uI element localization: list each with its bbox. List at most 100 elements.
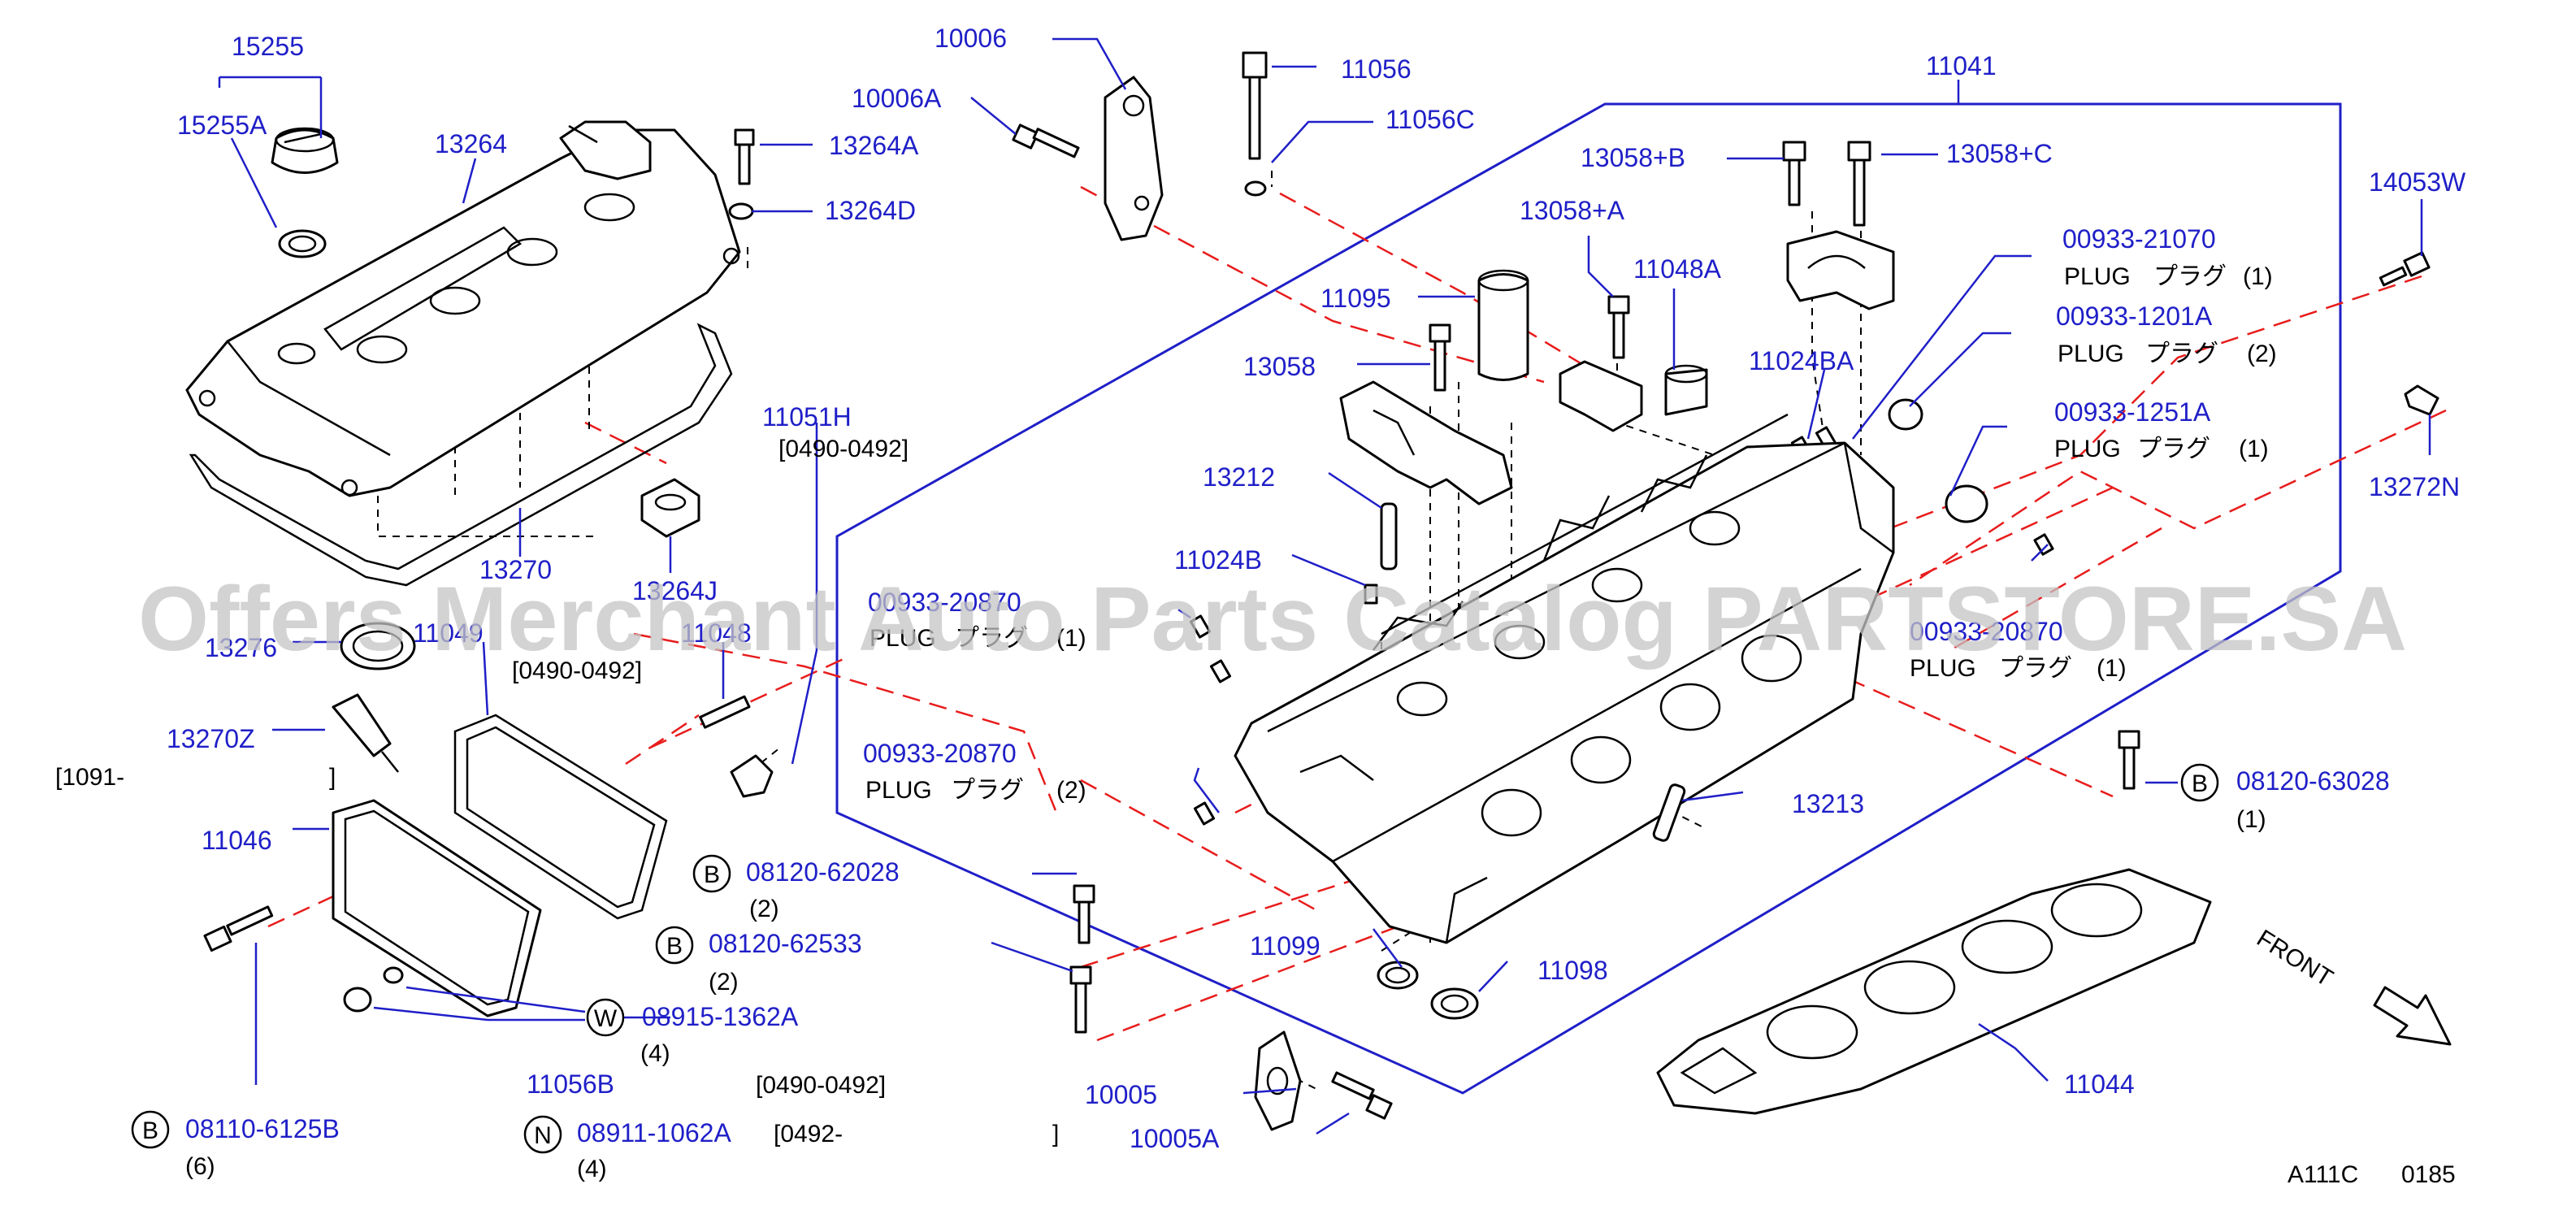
part-label-15255[interactable]: 15255 <box>232 32 304 61</box>
part-labels: 15255 15255A 13264 13264A 13264D 10006 1… <box>167 24 2466 1153</box>
oil-cap-gasket <box>278 229 327 258</box>
bracket-bolt-10005A <box>1331 1071 1393 1120</box>
part-label-08915-1362A[interactable]: 08915-1362A <box>642 1002 799 1031</box>
part-label-08120-63028[interactable]: 08120-63028 <box>2236 766 2390 796</box>
part-label-00933-21070[interactable]: 00933-21070 <box>2062 224 2216 254</box>
svg-text:プラグ: プラグ <box>2145 341 2218 367</box>
bracket-bolt-10006A <box>1012 124 1080 158</box>
grommet <box>640 478 700 538</box>
part-label-11056[interactable]: 11056 <box>1341 54 1412 84</box>
part-label-13212[interactable]: 13212 <box>1203 462 1275 492</box>
part-label-11046[interactable]: 11046 <box>202 826 272 855</box>
part-label-14053W[interactable]: 14053W <box>2369 167 2466 197</box>
part-label-13272N[interactable]: 13272N <box>2369 472 2460 501</box>
svg-text:W: W <box>594 1005 618 1032</box>
part-label-13270Z[interactable]: 13270Z <box>167 724 255 753</box>
svg-text:N: N <box>534 1122 552 1149</box>
part-label-15255A[interactable]: 15255A <box>177 111 267 140</box>
svg-text:(2): (2) <box>2247 341 2277 367</box>
svg-text:(1): (1) <box>2239 436 2269 462</box>
part-label-13058C[interactable]: 13058+C <box>1946 139 2053 168</box>
part-label-11099[interactable]: 11099 <box>1250 931 1321 961</box>
svg-text:PLUG: PLUG <box>2054 436 2121 462</box>
part-label-08120-62533[interactable]: 08120-62533 <box>709 929 862 958</box>
camshaft-bracket-11095 <box>1477 273 1529 381</box>
part-label-00933-20870-c[interactable]: 00933-20870 <box>863 739 1017 768</box>
svg-text:PLUG: PLUG <box>2058 341 2124 367</box>
part-label-11098[interactable]: 11098 <box>1537 956 1608 985</box>
part-label-10005[interactable]: 10005 <box>1085 1080 1157 1109</box>
svg-text:PLUG: PLUG <box>1910 655 1976 682</box>
svg-text:B: B <box>704 861 720 888</box>
cam-bolt-13058 <box>1429 323 1451 392</box>
part-label-11051H[interactable]: 11051H <box>762 402 852 432</box>
part-label-11056C[interactable]: 11056C <box>1386 105 1475 134</box>
bolt-08120-62028 <box>1073 884 1095 944</box>
part-label-11049[interactable]: 11049 <box>413 618 484 648</box>
svg-text:PLUG: PLUG <box>865 777 932 804</box>
cover-bolt-washer <box>728 202 754 220</box>
part-label-13264A[interactable]: 13264A <box>829 131 919 160</box>
marker-b-1: B <box>692 854 731 893</box>
diagram-code: 0185 <box>2401 1161 2456 1188</box>
part-label-13213[interactable]: 13213 <box>1792 789 1864 818</box>
part-label-08120-62028[interactable]: 08120-62028 <box>746 857 900 887</box>
part-label-11056B[interactable]: 11056B <box>527 1069 614 1099</box>
svg-text:(2): (2) <box>1056 777 1086 804</box>
svg-text:(4): (4) <box>640 1040 670 1067</box>
svg-text:[0492-: [0492- <box>774 1121 843 1147</box>
camshaft-cap-13058A <box>1559 360 1643 432</box>
plug-11051H <box>730 754 774 798</box>
part-label-11044[interactable]: 11044 <box>2064 1069 2135 1099</box>
part-label-10005A[interactable]: 10005A <box>1130 1124 1220 1153</box>
part-label-11095[interactable]: 11095 <box>1321 284 1391 313</box>
cylinder-head <box>1234 413 1895 944</box>
part-label-00933-20870-b[interactable]: 00933-20870 <box>1910 617 2063 646</box>
svg-text:B: B <box>2192 770 2208 797</box>
part-label-00933-1201A[interactable]: 00933-1201A <box>2056 302 2213 331</box>
valve-guide-13213 <box>1652 783 1686 842</box>
part-label-00933-1251A[interactable]: 00933-1251A <box>2054 397 2211 427</box>
part-label-08911-1062A[interactable]: 08911-1062A <box>577 1118 731 1147</box>
part-label-13058A[interactable]: 13058+A <box>1520 196 1625 225</box>
marker-b-4: B <box>2180 763 2219 802</box>
part-label-11048[interactable]: 11048 <box>681 618 752 648</box>
svg-text:B: B <box>142 1117 158 1144</box>
part-label-08110-6125B[interactable]: 08110-6125B <box>185 1114 340 1143</box>
part-label-13264J[interactable]: 13264J <box>632 576 718 605</box>
plug-00933-1201A <box>1888 398 1923 431</box>
svg-text:]: ] <box>329 764 336 791</box>
bolt-14053W <box>2379 251 2431 287</box>
lift-bracket-10005 <box>1254 1030 1302 1131</box>
part-label-10006A[interactable]: 10006A <box>852 84 942 113</box>
part-label-13058B[interactable]: 13058+B <box>1581 143 1685 172</box>
part-label-00933-20870-a[interactable]: 00933-20870 <box>868 588 1021 617</box>
sealant-tube <box>332 693 392 757</box>
cam-bolt-13058B <box>1782 141 1806 206</box>
plug-00933-left-3 <box>1193 801 1216 826</box>
plug-00933-left-1 <box>1189 614 1212 639</box>
plug-00933-left-2 <box>1209 659 1232 683</box>
plug-00933-1251A <box>1945 484 1988 523</box>
part-label-11024B[interactable]: 11024B <box>1174 545 1262 575</box>
part-label-13264[interactable]: 13264 <box>435 129 507 158</box>
part-label-11041[interactable]: 11041 <box>1926 51 1997 80</box>
part-label-11048A[interactable]: 11048A <box>1633 254 1722 284</box>
cam-bolt-13058A <box>1607 295 1630 359</box>
marker-b-2: B <box>655 926 694 965</box>
svg-text:(6): (6) <box>185 1153 215 1180</box>
part-label-13270[interactable]: 13270 <box>479 555 552 584</box>
pad-13272N <box>2404 384 2439 416</box>
oil-seal-13276 <box>340 622 416 670</box>
part-label-13276[interactable]: 13276 <box>205 633 277 662</box>
watermark: Offers Merchant Auto Parts Catalog PARTS… <box>138 568 2407 670</box>
svg-text:[1091-: [1091- <box>55 764 124 791</box>
svg-text:(1): (1) <box>2243 263 2273 290</box>
diagram-id: A111C <box>2288 1161 2358 1188</box>
part-label-13264D[interactable]: 13264D <box>825 196 916 225</box>
part-label-11024BA[interactable]: 11024BA <box>1749 346 1854 375</box>
part-label-10006[interactable]: 10006 <box>935 24 1007 53</box>
part-label-13058[interactable]: 13058 <box>1243 352 1316 381</box>
svg-text:PLUG: PLUG <box>2064 263 2131 290</box>
